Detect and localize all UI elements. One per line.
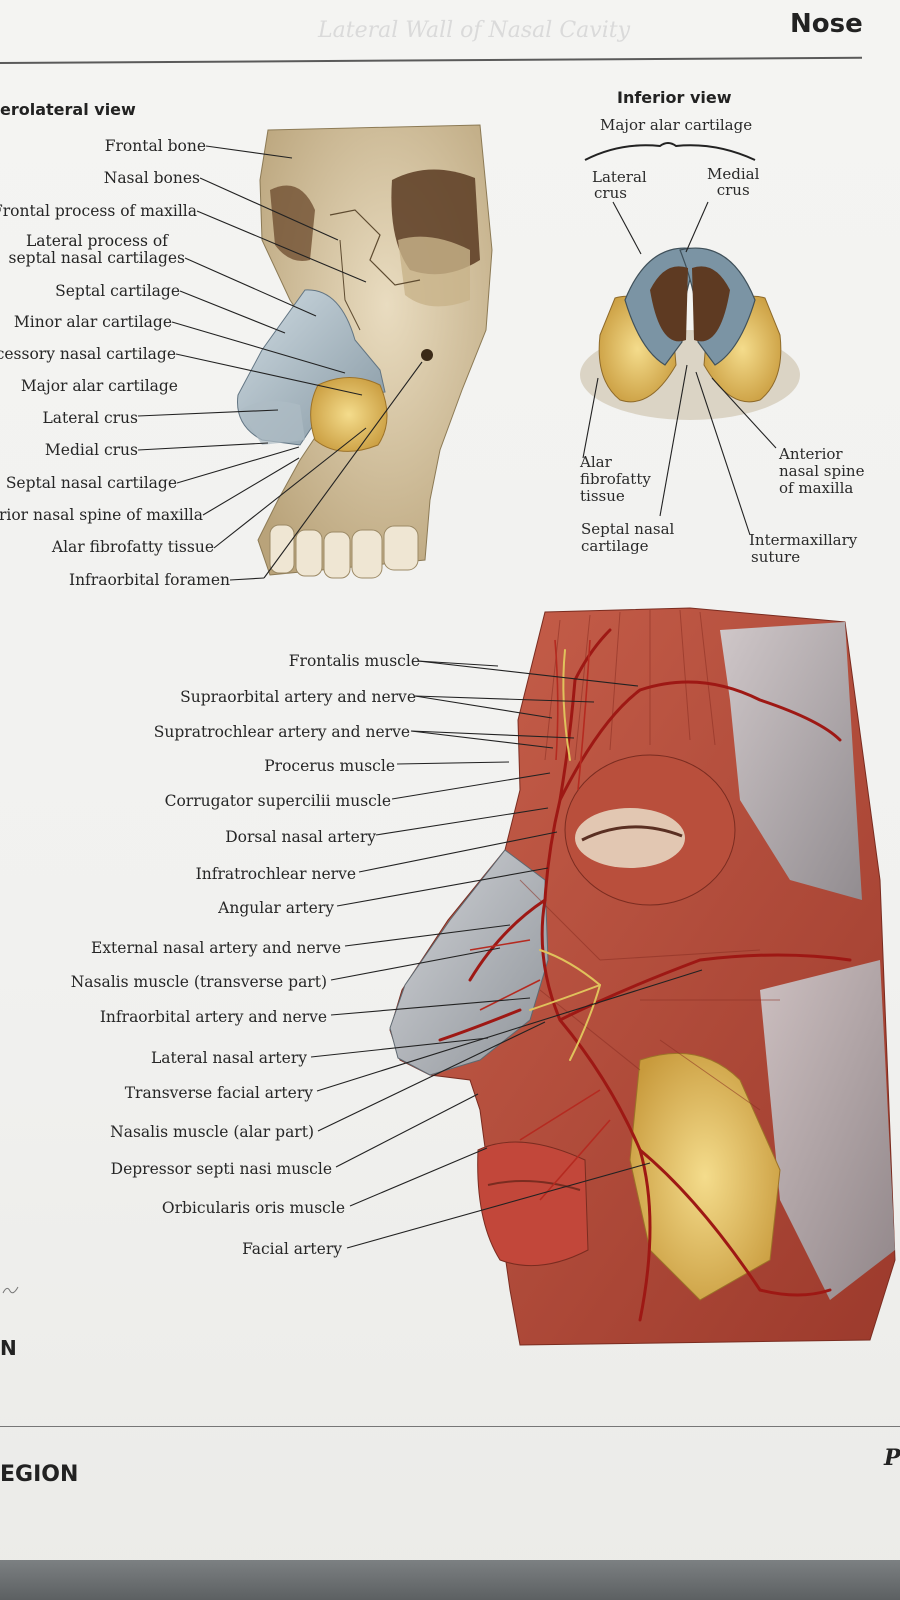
label-orbicularis-oris: Orbicularis oris muscle — [161, 1199, 345, 1217]
label-lateral-process-line2: septal nasal cartilages — [8, 249, 185, 267]
footer-region: EGION — [0, 1462, 79, 1487]
label-inferior-anterior-spine: Anterior nasal spine of maxilla — [779, 446, 864, 497]
label-infratrochlear-nerve: Infratrochlear nerve — [195, 865, 356, 883]
label-inferior-spine-line3: of maxilla — [779, 479, 854, 497]
label-external-nasal-artery-nerve: External nasal artery and nerve — [91, 939, 341, 957]
label-inferior-lateral-crus-line2: crus — [594, 184, 627, 202]
label-inferior-alar-line2: fibrofatty — [580, 470, 651, 488]
label-transverse-facial-artery: Transverse facial artery — [124, 1084, 313, 1102]
label-lateral-process-line1: Lateral process of — [26, 232, 168, 250]
label-major-alar-cartilage: Major alar cartilage — [20, 377, 178, 395]
label-septal-nasal-cartilage: Septal nasal cartilage — [5, 474, 177, 492]
label-angular-artery: Angular artery — [218, 899, 334, 917]
label-infraorbital-artery-nerve: Infraorbital artery and nerve — [99, 1008, 327, 1026]
label-medial-crus: Medial crus — [44, 441, 138, 459]
label-inferior-lateral-crus-line1: Lateral — [592, 168, 647, 186]
ghost-title: Lateral Wall of Nasal Cavity — [318, 18, 630, 43]
label-inferior-septal-line2: cartilage — [581, 537, 649, 555]
background-surface — [0, 1560, 900, 1600]
label-depressor-septi-nasi: Depressor septi nasi muscle — [110, 1160, 332, 1178]
footer-page-letter: P — [884, 1445, 900, 1471]
label-supraorbital-artery-nerve: Supraorbital artery and nerve — [180, 688, 416, 706]
label-supratrochlear-artery-nerve: Supratrochlear artery and nerve — [153, 723, 410, 741]
label-inferior-intermax-line1: Intermaxillary — [749, 531, 858, 549]
section-heading-anterolateral: erolateral view — [0, 100, 136, 119]
label-minor-alar-cartilage: Minor alar cartilage — [13, 313, 172, 331]
label-nasalis-alar: Nasalis muscle (alar part) — [110, 1123, 314, 1141]
label-inferior-medial-crus: Medial crus — [707, 166, 759, 198]
label-inferior-medial-crus-line1: Medial — [707, 165, 760, 183]
label-lateral-crus: Lateral crus — [42, 409, 139, 427]
label-inferior-alar-fibrofatty: Alar fibrofatty tissue — [580, 454, 651, 505]
label-inferior-spine-line2: nasal spine — [779, 462, 865, 480]
label-accessory-nasal-cartilage: ccessory nasal cartilage — [0, 345, 176, 363]
bottom-rule — [0, 1426, 900, 1427]
label-anterior-nasal-spine: terior nasal spine of maxilla — [0, 506, 203, 524]
margin-letter: N — [0, 1336, 17, 1360]
label-frontal-process-maxilla: Frontal process of maxilla — [0, 202, 197, 220]
label-facial-artery: Facial artery — [242, 1240, 342, 1258]
label-inferior-alar-line3: tissue — [580, 487, 625, 505]
label-infraorbital-foramen: Infraorbital foramen — [68, 571, 230, 589]
label-corrugator-supercilii: Corrugator supercilii muscle — [164, 792, 391, 810]
label-inferior-septal-nasal: Septal nasal cartilage — [581, 521, 674, 555]
margin-signature — [2, 1282, 20, 1296]
label-dorsal-nasal-artery: Dorsal nasal artery — [225, 828, 376, 846]
page-title: Nose — [790, 9, 863, 39]
label-frontalis-muscle: Frontalis muscle — [288, 652, 420, 670]
label-inferior-lateral-crus: Lateral crus — [592, 169, 647, 201]
label-procerus-muscle: Procerus muscle — [264, 757, 395, 775]
inferior-view-title: Inferior view — [617, 88, 732, 107]
label-frontal-bone: Frontal bone — [104, 137, 206, 155]
label-inferior-intermax-line2: suture — [751, 548, 801, 566]
label-inferior-spine-line1: Anterior — [779, 445, 843, 463]
inferior-view-subtitle: Major alar cartilage — [600, 116, 753, 134]
label-septal-cartilage: Septal cartilage — [55, 282, 180, 300]
label-inferior-alar-line1: Alar — [580, 453, 612, 471]
label-inferior-septal-line1: Septal nasal — [581, 520, 675, 538]
label-alar-fibrofatty-tissue: Alar fibrofatty tissue — [51, 538, 214, 556]
label-inferior-medial-crus-line2: crus — [716, 181, 750, 199]
label-nasal-bones: Nasal bones — [103, 169, 200, 187]
label-inferior-intermaxillary: Intermaxillary suture — [749, 532, 857, 566]
label-nasalis-transverse: Nasalis muscle (transverse part) — [70, 973, 327, 991]
label-lateral-nasal-artery: Lateral nasal artery — [151, 1049, 307, 1067]
